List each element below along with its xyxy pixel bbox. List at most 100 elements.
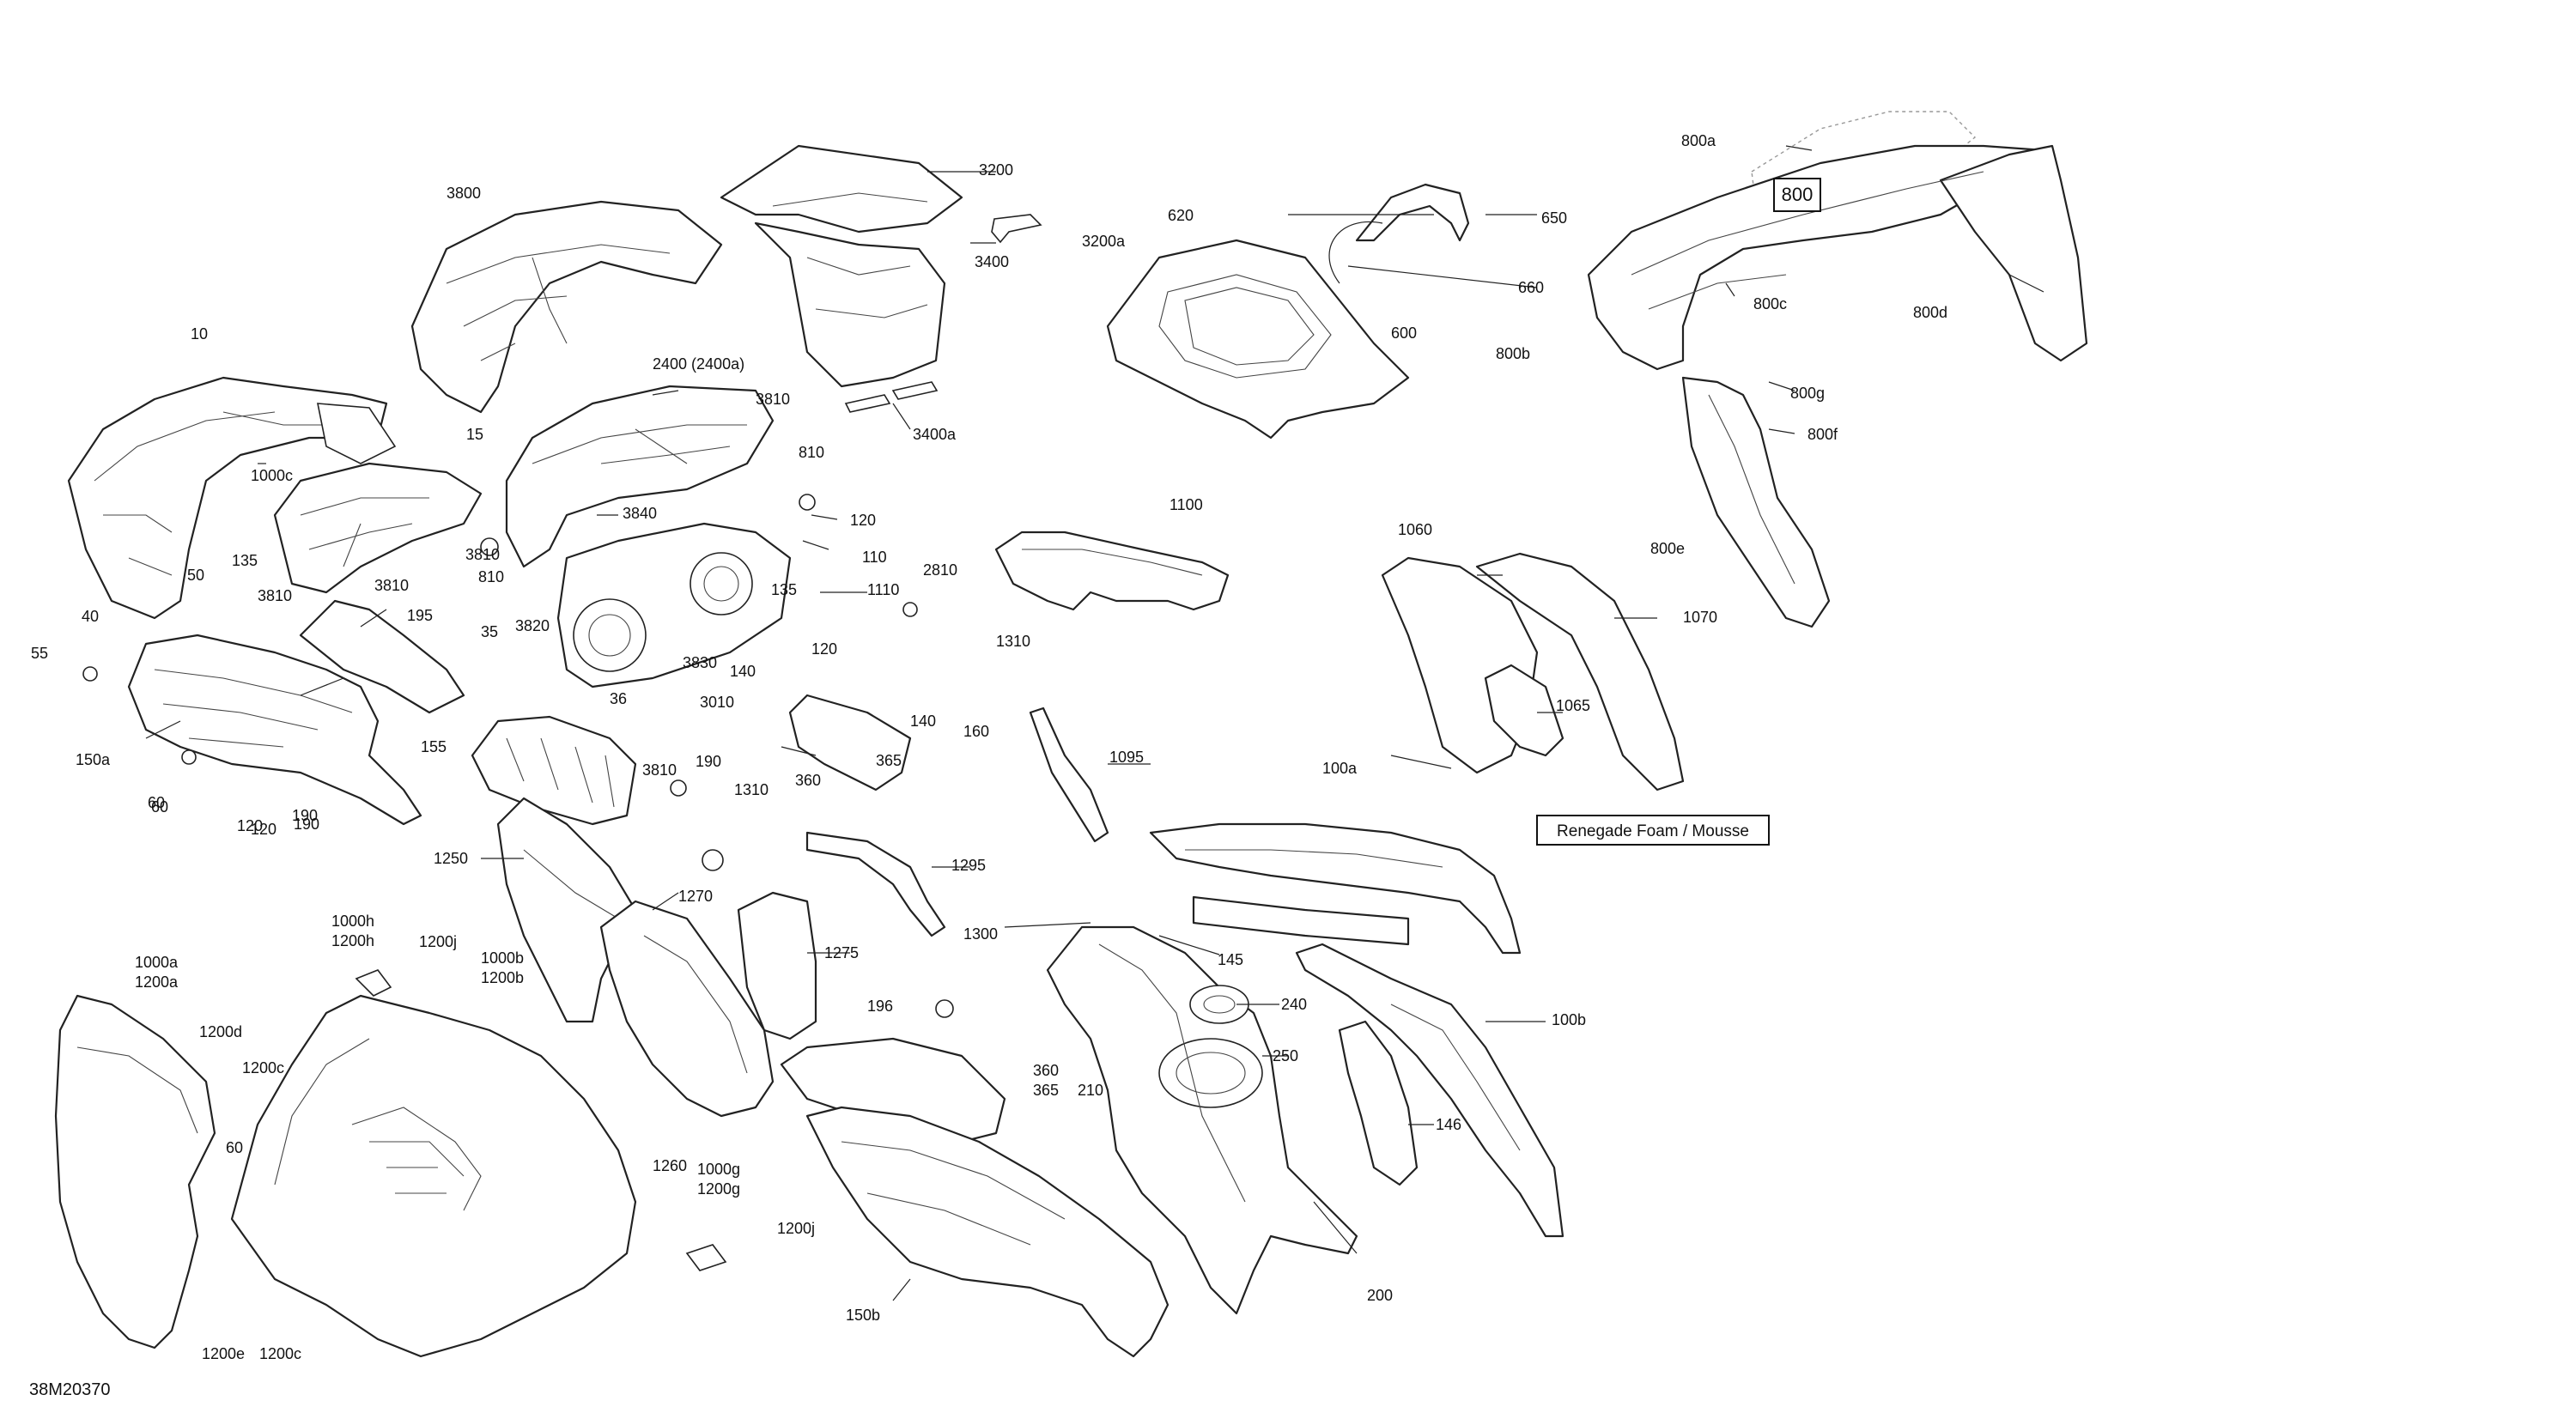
callout-label: 60: [151, 798, 168, 816]
callout-label: 3400a: [913, 426, 957, 443]
callout-label: 200: [1367, 1287, 1393, 1304]
callout-label: 250: [1273, 1047, 1298, 1064]
part-145: [1192, 895, 1410, 946]
callout-label: 150a: [76, 751, 111, 768]
callout-label: 195: [407, 607, 433, 624]
callout-label: 150b: [846, 1307, 880, 1324]
callout-label: 190: [292, 807, 318, 824]
callout-label: 800f: [1807, 426, 1838, 443]
part-3800: [410, 200, 723, 414]
callout-label: 800c: [1753, 295, 1787, 312]
callout-label: 1295: [951, 857, 986, 874]
callout-label: 2810: [923, 561, 957, 579]
part-clips: [82, 494, 954, 1271]
callout-label: 800e: [1650, 540, 1685, 557]
part-15: [273, 462, 483, 594]
callout-label: 660: [1518, 279, 1544, 296]
part-155: [471, 715, 637, 826]
callout-label: 1070: [1683, 609, 1717, 626]
callout-label: 240: [1281, 996, 1307, 1013]
diagram-boxes: 800 Renegade Foam / Mousse: [1536, 178, 1821, 846]
part-2400: [505, 385, 792, 688]
callout-label: 1000a: [135, 954, 179, 971]
callout-label: 3200: [979, 161, 1013, 179]
part-1270: [599, 900, 775, 1118]
callout-label: 1200j: [419, 933, 457, 950]
callout-label: 100b: [1552, 1011, 1586, 1028]
callout-label: 190: [696, 753, 721, 770]
callout-label: 365: [876, 752, 902, 769]
callout-label: 120: [237, 817, 263, 834]
leader-lines: [145, 145, 2044, 1301]
callout-label: 1200a: [135, 973, 179, 991]
callout-label: 1310: [734, 781, 769, 798]
callout-label: 3840: [623, 505, 657, 522]
callout-label: 10: [191, 325, 208, 343]
callout-label: 140: [730, 663, 756, 680]
callout-label: 135: [232, 552, 258, 569]
part-200: [1046, 925, 1358, 1315]
part-1250: [496, 797, 637, 1023]
callout-label: 3810: [258, 587, 292, 604]
callout-label: 60: [148, 794, 165, 811]
callout-label: 160: [963, 723, 989, 740]
callout-label: 800g: [1790, 385, 1825, 402]
callout-label: 3820: [515, 617, 550, 634]
callout-label: 1200j: [777, 1220, 815, 1237]
callout-label: 1250: [434, 850, 468, 867]
callout-label: 1275: [824, 944, 859, 961]
callout-label: 1310: [996, 633, 1030, 650]
callout-label: 120: [850, 512, 876, 529]
part-150b: [805, 1106, 1170, 1358]
callout-label: 35: [481, 623, 498, 640]
callout-label: 145: [1218, 951, 1243, 968]
callout-label: 1200h: [331, 932, 374, 949]
callout-label: 110: [862, 549, 887, 566]
callout-label: 190: [294, 816, 319, 833]
callout-label: 15: [466, 426, 483, 443]
part-360: [788, 694, 912, 791]
boxed-label-800: 800: [1782, 184, 1814, 205]
callout-label: 120: [811, 640, 837, 658]
callout-label: 1000g: [697, 1161, 740, 1178]
callout-label: 1200e: [202, 1345, 245, 1362]
callout-label: 1200c: [242, 1059, 284, 1076]
callout-label: 620: [1168, 207, 1194, 224]
part-146: [1338, 1020, 1419, 1186]
part-1000a: [54, 994, 216, 1349]
callout-label: 196: [867, 998, 893, 1015]
part-1000b: [230, 994, 637, 1358]
callout-label: 40: [82, 608, 99, 625]
callout-label: 3400: [975, 253, 1009, 270]
callout-label: 55: [31, 645, 48, 662]
callout-label: 120: [251, 821, 276, 838]
callout-label: 60: [226, 1139, 243, 1156]
callout-label: 146: [1436, 1116, 1461, 1133]
part-1095: [1029, 706, 1109, 843]
part-650-660: [1328, 183, 1470, 284]
callout-label: 650: [1541, 209, 1567, 227]
callout-label: 1270: [678, 888, 713, 905]
callout-label: 1060: [1398, 521, 1432, 538]
callout-label: 3810: [642, 761, 677, 779]
drawing-number: 38M20370: [29, 1380, 111, 1399]
callout-labels: 10 15 35 36 40 50 55 60 120 135 3810 381…: [31, 132, 1947, 1362]
callout-label: 800d: [1913, 304, 1947, 321]
callout-label: 1100: [1170, 496, 1203, 513]
callout-label: 210: [1078, 1082, 1103, 1099]
callout-label: 1260: [653, 1157, 687, 1174]
part-1295: [805, 831, 946, 937]
callout-label: 100a: [1322, 760, 1358, 777]
callout-label: 360: [795, 772, 821, 789]
callout-label: 3830: [683, 654, 717, 671]
callout-label: 140: [910, 713, 936, 730]
callout-label: 3010: [700, 694, 734, 711]
callout-label: 810: [799, 444, 824, 461]
callout-label: 3800: [447, 185, 481, 202]
part-1060-1070: [1381, 552, 1685, 791]
part-195: [299, 599, 465, 714]
callout-label: 1110: [867, 581, 899, 598]
callout-label: 3810: [756, 391, 790, 408]
part-600: [1106, 239, 1410, 440]
